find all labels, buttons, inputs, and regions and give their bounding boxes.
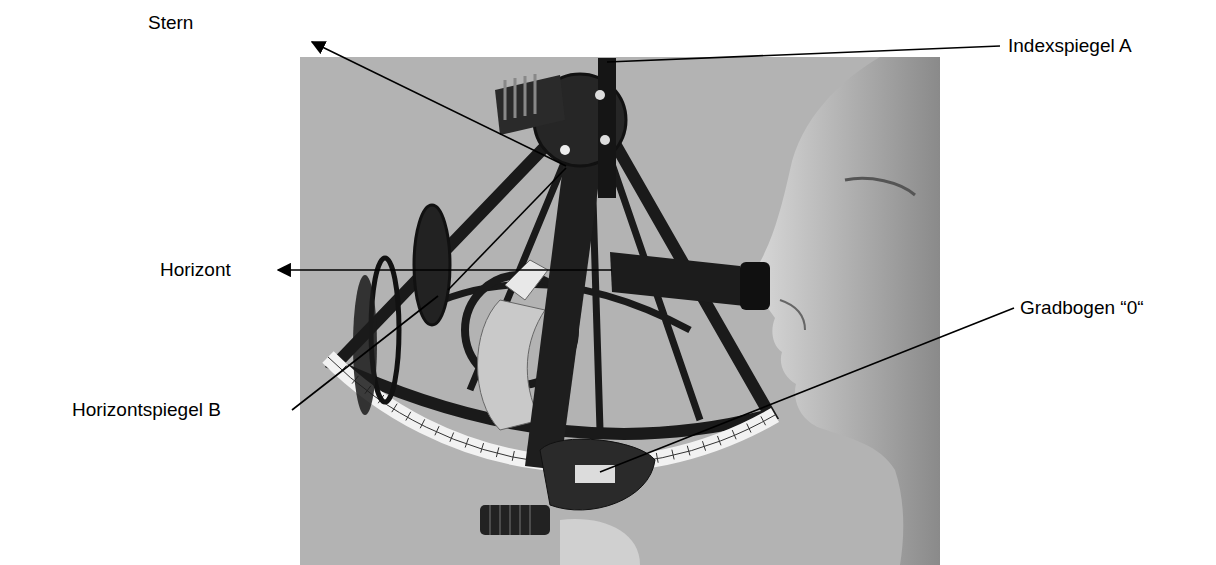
leader-lines bbox=[278, 42, 1014, 472]
horizon-label: Horizont bbox=[160, 259, 231, 281]
person-face bbox=[754, 57, 940, 565]
sextant bbox=[328, 58, 775, 565]
part-name: Horizontspiegel B bbox=[72, 399, 221, 421]
part-name: Indexspiegel A bbox=[1008, 35, 1132, 57]
star-label: Stern bbox=[148, 12, 193, 34]
part-name: Gradbogen “0“ bbox=[1020, 297, 1144, 319]
photo-ground bbox=[300, 57, 940, 565]
